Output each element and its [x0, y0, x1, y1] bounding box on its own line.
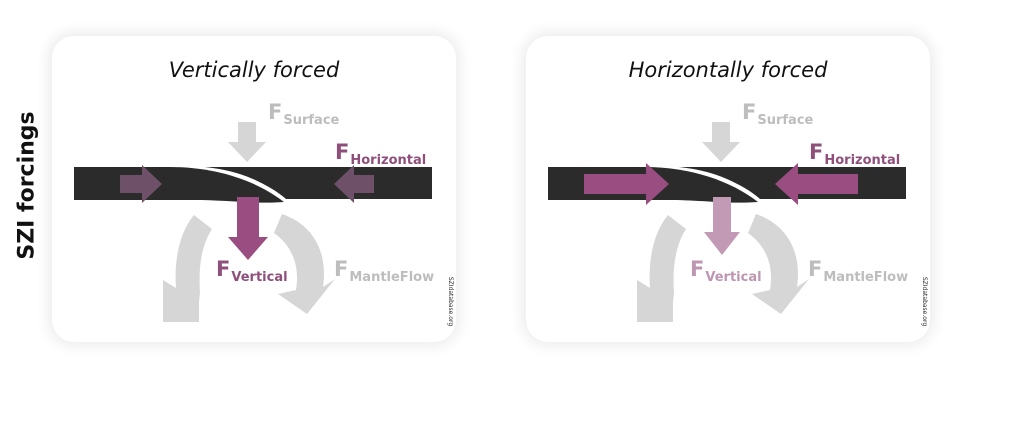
mantle-flow-right-arrow [748, 214, 809, 314]
panel-vertically-forced: Vertically forced FSurface FHorizontal F… [52, 36, 456, 342]
watermark: SZIdatabase.org [921, 276, 929, 326]
diagram-vertically-forced [74, 122, 432, 322]
horizontal-force-arrow-left [584, 163, 669, 205]
horizontal-force-arrow-right [775, 163, 858, 205]
mantle-flow-left-arrow [163, 215, 212, 322]
label-f-vertical: FVertical [690, 257, 762, 285]
side-label: SZI forcings [14, 110, 40, 260]
diagram-horizontally-forced [548, 122, 906, 322]
surface-force-arrow [228, 122, 266, 162]
overriding-plate [205, 167, 432, 199]
plate-boundary-line [678, 167, 761, 203]
watermark: SZIdatabase.org [447, 276, 455, 326]
label-f-surface: FSurface [268, 100, 340, 128]
label-f-vertical: FVertical [216, 257, 288, 285]
label-f-horizontal: FHorizontal [809, 140, 901, 168]
panel-horizontally-forced: Horizontally forced FSurface FHorizontal… [526, 36, 930, 342]
mantle-flow-right-arrow [274, 214, 335, 314]
label-f-mantleflow: FMantleFlow [334, 257, 435, 285]
vertical-force-arrow [228, 197, 268, 260]
label-f-surface: FSurface [742, 100, 814, 128]
horizontal-force-arrow-left [120, 165, 162, 203]
label-f-mantleflow: FMantleFlow [808, 257, 909, 285]
panel-title: Horizontally forced [628, 58, 828, 82]
surface-force-arrow [702, 122, 740, 162]
vertical-force-arrow [704, 197, 740, 255]
horizontal-force-arrow-right [334, 165, 374, 203]
label-f-horizontal: FHorizontal [335, 140, 427, 168]
plate-boundary-line [204, 167, 287, 203]
panel-title: Vertically forced [168, 58, 340, 82]
mantle-flow-left-arrow [637, 215, 686, 322]
